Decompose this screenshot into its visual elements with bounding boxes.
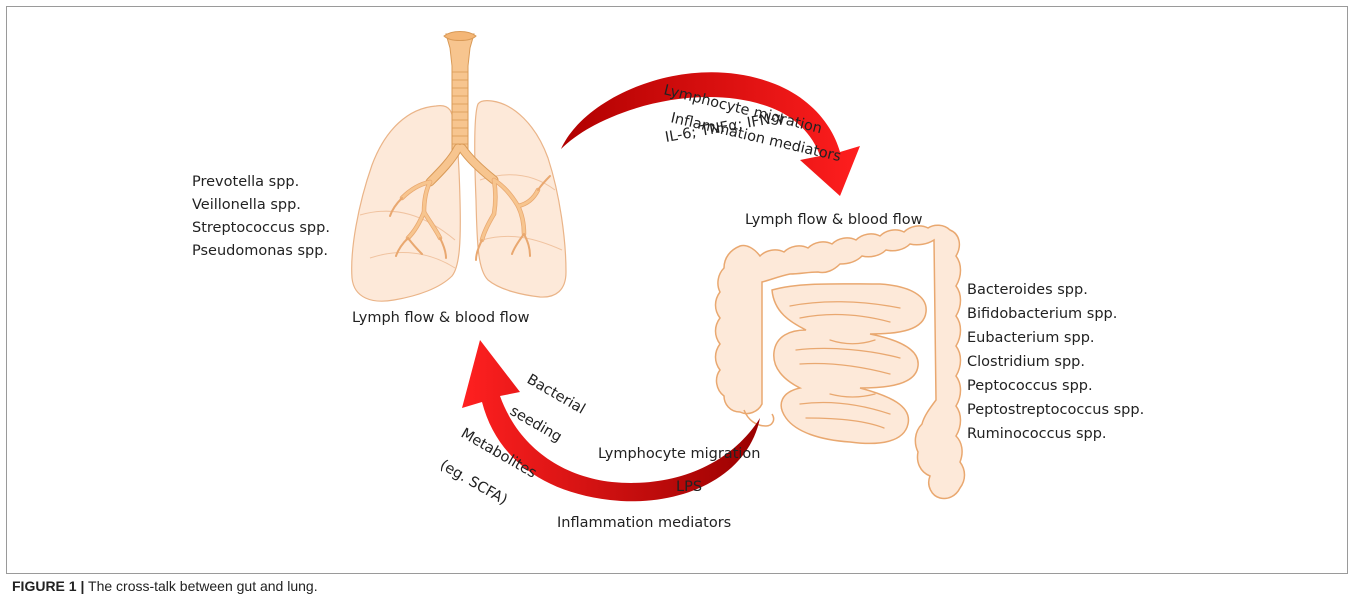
left-lung-lobe — [352, 106, 461, 302]
lung-bacterium: Streptococcus spp. — [192, 220, 330, 236]
figure-number: FIGURE 1 | — [12, 578, 84, 594]
lung-flow-label: Lymph flow & blood flow — [352, 310, 530, 326]
curved-arrow-bottom — [462, 340, 760, 501]
lung-bacterium: Veillonella spp. — [192, 197, 301, 213]
gut-bacterium: Clostridium spp. — [967, 354, 1085, 370]
gut-bacterium: Peptococcus spp. — [967, 378, 1093, 394]
lung-bacterium: Prevotella spp. — [192, 174, 299, 190]
bottom-inflammation-mediators-label: Inflammation mediators — [557, 515, 731, 531]
lps-label: LPS — [676, 479, 702, 495]
figure-caption: FIGURE 1 | The cross-talk between gut an… — [12, 578, 318, 594]
small-intestine — [772, 284, 926, 444]
lung-icon — [352, 32, 566, 302]
gut-bacteria-list: Bacteroides spp. Bifidobacterium spp. Eu… — [967, 282, 1144, 442]
gut-bacterium: Ruminococcus spp. — [967, 426, 1107, 442]
lung-bacteria-list: Prevotella spp. Veillonella spp. Strepto… — [192, 174, 330, 259]
right-lung-lobe — [475, 101, 566, 297]
gut-bacterium: Bifidobacterium spp. — [967, 306, 1117, 322]
metabolites-label-line2: (eg. SCFA) — [437, 457, 510, 508]
bottom-lymphocyte-migration-label: Lymphocyte migration — [598, 446, 760, 462]
caption-text: The cross-talk between gut and lung. — [84, 578, 317, 594]
lung-bacterium: Pseudomonas spp. — [192, 243, 328, 259]
bacterial-seeding-label-line1: Bacterial — [524, 372, 588, 418]
gut-flow-label: Lymph flow & blood flow — [745, 212, 923, 228]
gut-bacterium: Bacteroides spp. — [967, 282, 1088, 298]
gut-bacterium: Eubacterium spp. — [967, 330, 1095, 346]
gut-bacterium: Peptostreptococcus spp. — [967, 402, 1144, 418]
